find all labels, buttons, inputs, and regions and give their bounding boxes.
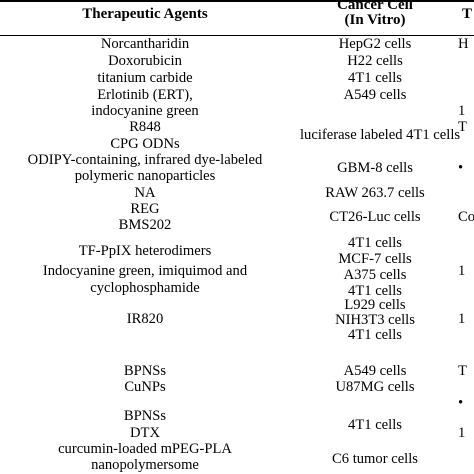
agent-cell: Norcantharidin bbox=[100, 36, 190, 52]
cell-line-cell: L929 cells bbox=[344, 297, 406, 313]
agent-cell: cyclophosphamide bbox=[90, 280, 200, 296]
agent-cell: R848 bbox=[129, 119, 161, 135]
agent-cell: Erlotinib (ERT), bbox=[97, 87, 193, 103]
agent-cell: TF-PpIX heterodimers bbox=[78, 243, 212, 259]
truncated-column-fragment: Co bbox=[458, 209, 474, 225]
agent-cell: Doxorubicin bbox=[108, 53, 182, 69]
truncated-column-fragment: T bbox=[458, 119, 467, 135]
agent-cell: indocyanine green bbox=[91, 103, 199, 119]
cell-line-cell: NIH3T3 cells bbox=[335, 312, 415, 328]
cell-line-cell: MCF-7 cells bbox=[338, 251, 412, 267]
agent-cell: polymeric nanoparticles bbox=[74, 168, 216, 184]
cell-line-cell: 4T1 cells bbox=[348, 327, 402, 343]
agent-cell: titanium carbide bbox=[97, 70, 193, 86]
cell-line-cell: A375 cells bbox=[343, 267, 407, 283]
agent-cell: ODIPY-containing, infrared dye-labeled bbox=[27, 152, 263, 168]
agent-cell: nanopolymersome bbox=[91, 457, 199, 473]
truncated-column-fragment: 1 bbox=[458, 103, 466, 119]
truncated-column-fragment: H bbox=[458, 36, 469, 52]
agent-cell: CPG ODNs bbox=[110, 136, 180, 152]
cell-line-cell: CT26-Luc cells bbox=[329, 209, 421, 225]
agent-cell: IR820 bbox=[126, 311, 164, 327]
cell-line-cell: HepG2 cells bbox=[338, 36, 412, 52]
agent-cell: CuNPs bbox=[124, 379, 166, 395]
agent-cell: Indocyanine green, imiquimod and bbox=[42, 263, 248, 279]
header-cancer-cell-line1: Cancer Cell bbox=[337, 0, 413, 13]
agent-cell: REG bbox=[130, 201, 160, 217]
header-truncated-column: T bbox=[462, 6, 473, 22]
cell-line-cell: 4T1 cells bbox=[348, 235, 402, 251]
cell-line-cell: U87MG cells bbox=[335, 379, 415, 395]
agent-cell: NA bbox=[134, 185, 156, 201]
cell-line-cell: H22 cells bbox=[347, 53, 403, 69]
truncated-column-fragment: 1 bbox=[458, 425, 466, 441]
agent-cell: DTX bbox=[130, 425, 160, 441]
cell-line-cell: A549 cells bbox=[343, 87, 407, 103]
truncated-column-fragment: • bbox=[458, 160, 464, 176]
agent-cell: BPNSs bbox=[123, 408, 167, 424]
truncated-column-fragment: T bbox=[458, 363, 467, 379]
cell-line-cell: 4T1 cells bbox=[348, 70, 402, 86]
truncated-column-fragment: 1 bbox=[458, 263, 466, 279]
truncated-column-fragment: 1 bbox=[458, 311, 466, 327]
cell-line-cell: A549 cells bbox=[343, 363, 407, 379]
cell-line-cell: 4T1 cells bbox=[348, 283, 402, 299]
cell-line-cell: GBM-8 cells bbox=[337, 160, 413, 176]
cell-line-cell: C6 tumor cells bbox=[332, 451, 418, 467]
cell-line-cell: RAW 263.7 cells bbox=[325, 185, 425, 201]
truncated-column-fragment: • bbox=[458, 395, 464, 411]
agent-cell: BMS202 bbox=[118, 217, 172, 233]
header-therapeutic-agents: Therapeutic Agents bbox=[82, 6, 208, 22]
agent-cell: BPNSs bbox=[123, 363, 167, 379]
agent-cell: curcumin-loaded mPEG-PLA bbox=[58, 441, 232, 457]
top-rule bbox=[0, 0, 474, 2]
cell-line-cell: 4T1 cells bbox=[348, 417, 402, 433]
header-cancer-cell-line2: (In Vitro) bbox=[344, 12, 406, 28]
header-rule bbox=[0, 35, 474, 36]
header-cancer-cell: Cancer Cell (In Vitro) bbox=[305, 0, 445, 28]
cell-line-cell: luciferase labeled 4T1 cells bbox=[300, 127, 461, 143]
